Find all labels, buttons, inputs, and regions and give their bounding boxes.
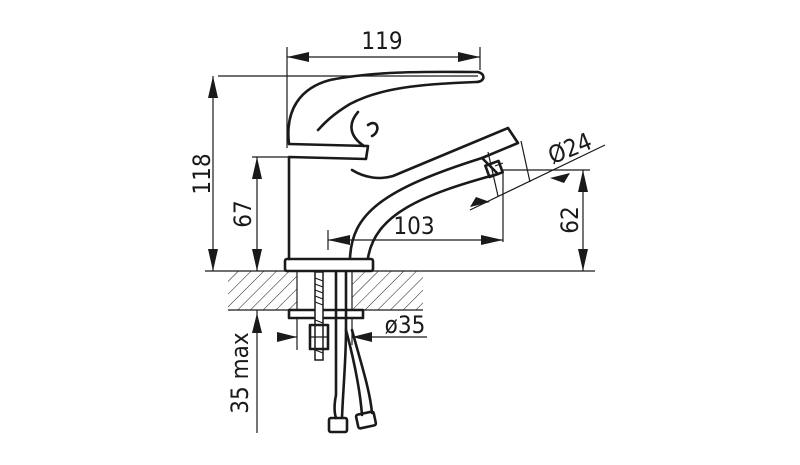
faucet-body xyxy=(283,70,520,273)
dimension-diameter-24: Ø24 xyxy=(469,127,606,211)
dimension-118: 118 xyxy=(188,75,478,271)
dimension-label-119: 119 xyxy=(361,27,402,55)
countertop-section xyxy=(205,270,595,311)
dimension-label-35-max: 35 max xyxy=(226,332,254,414)
dimension-67: 67 xyxy=(229,156,289,271)
dimension-label-118: 118 xyxy=(188,153,216,194)
dimension-label-diameter-35: ø35 xyxy=(385,311,426,339)
dimension-label-67: 67 xyxy=(229,200,257,227)
dimension-119: 119 xyxy=(286,27,481,148)
dimension-label-103: 103 xyxy=(393,212,434,240)
dimension-35-max: 35 max xyxy=(226,310,262,433)
dimension-label-62: 62 xyxy=(556,206,584,233)
dimension-label-diameter-24: Ø24 xyxy=(544,127,596,170)
dimension-103: 103 xyxy=(327,170,504,250)
dimension-62: 62 xyxy=(503,169,590,271)
mounting-hardware xyxy=(287,270,378,434)
dimension-diameter-35: ø35 xyxy=(277,311,427,350)
